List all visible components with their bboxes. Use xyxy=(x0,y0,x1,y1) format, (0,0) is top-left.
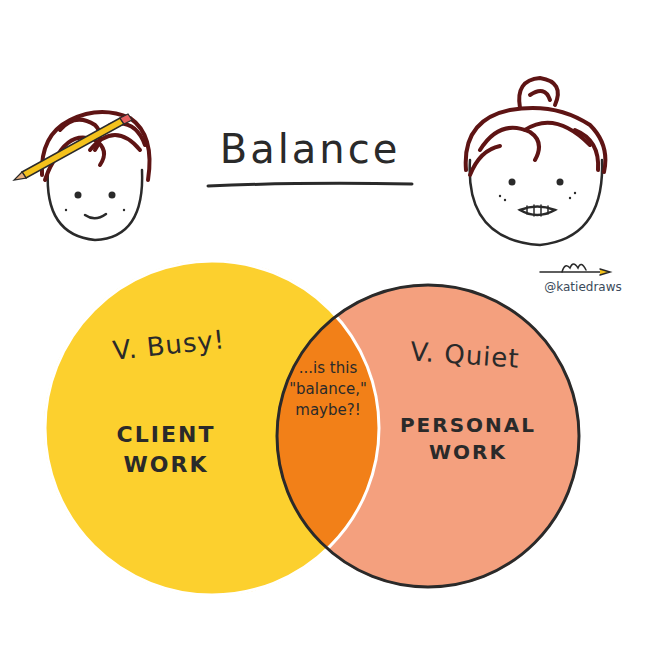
left-face xyxy=(48,170,142,240)
diagram-title: Balance xyxy=(0,126,620,172)
node-heading: V. Busy! xyxy=(103,323,236,368)
right-hair xyxy=(466,78,606,175)
venn-circle: V. QuietPERSONAL WORK xyxy=(276,284,580,588)
venn-circle: V. Busy! CLIENT WORK xyxy=(44,260,380,596)
right-circle-fill xyxy=(276,284,580,588)
node-heading: V. Quiet xyxy=(399,336,531,376)
left-hair xyxy=(42,112,150,180)
node-body: CLIENT WORK xyxy=(106,420,226,479)
title-underline xyxy=(208,183,412,186)
signature-doodle xyxy=(540,264,610,275)
node-body: PERSONAL WORK xyxy=(398,412,538,466)
venn-overlap: ...is this "balance," maybe?! xyxy=(276,330,380,460)
signature: @katiedraws xyxy=(528,280,638,294)
right-face xyxy=(470,160,602,245)
pencil xyxy=(14,114,132,180)
overlap-fill xyxy=(276,284,580,588)
